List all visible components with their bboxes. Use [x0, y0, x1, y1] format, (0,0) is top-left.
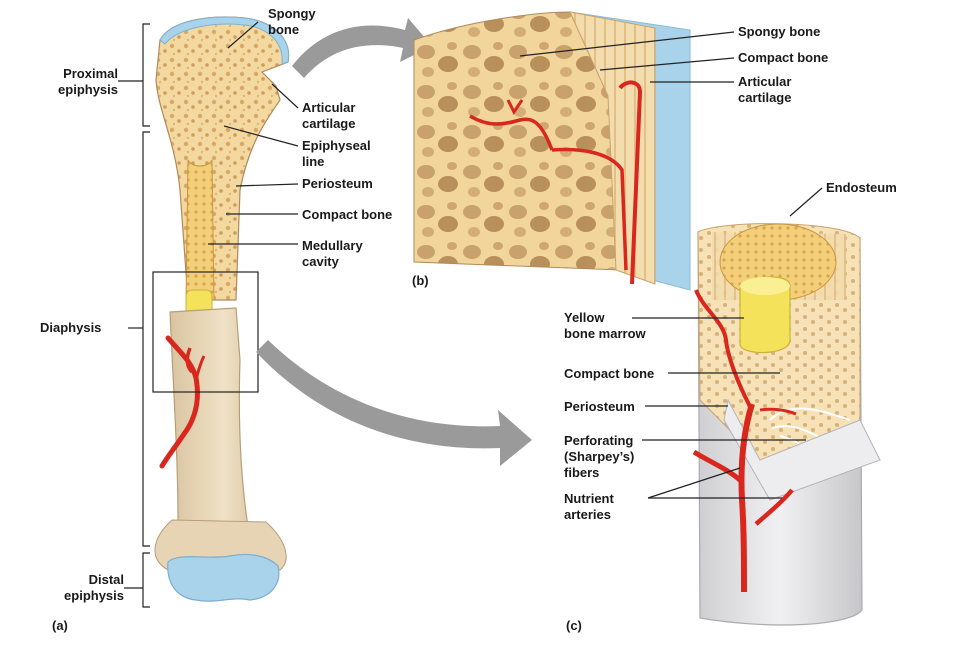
label-line: Articular [738, 74, 792, 89]
label-line: Nutrient [564, 491, 614, 506]
artery-b [618, 80, 643, 285]
label-yellow-bone-marrow: Yellow bone marrow [564, 310, 646, 342]
artery-c1 [694, 289, 754, 411]
leader-endosteum [789, 187, 823, 217]
artery-c4 [754, 488, 794, 526]
label-perforating-fibers: Perforating (Sharpey’s) fibers [564, 433, 634, 481]
leader-compact-b [599, 57, 735, 71]
arrow-to-c [256, 340, 532, 466]
leader-articular-a [271, 83, 299, 109]
panel-label-a: (a) [52, 618, 68, 633]
arrow-to-b [292, 18, 432, 78]
label-line: Perforating [564, 433, 634, 448]
label-line: arteries [564, 507, 611, 522]
label-line: Epiphyseal [302, 138, 371, 153]
label-periosteum-c: Periosteum [564, 399, 635, 414]
label-articular-cartilage-b: Articular cartilage [738, 74, 791, 106]
label-line: Medullary [302, 238, 363, 253]
artery-c2 [738, 403, 755, 593]
label-line: bone marrow [564, 326, 646, 341]
articular-cartilage-a [159, 16, 290, 65]
zoom-box [152, 271, 259, 393]
label-compact-bone-a: Compact bone [302, 207, 393, 222]
label-line: bone [268, 22, 300, 37]
label-spongy-bone-b: Spongy bone [738, 24, 821, 39]
label-compact-bone-b: Compact bone [738, 50, 829, 65]
artery-branch-a2 [194, 355, 206, 381]
artery-a [159, 335, 200, 469]
medullary-cavity [185, 159, 215, 301]
label-spongy-bone-a: Spongy bone [268, 6, 316, 38]
label-line: Yellow [564, 310, 605, 325]
label-proximal-epiphysis: Proximal epiphysis [42, 66, 118, 98]
yellow-marrow-top [740, 277, 790, 295]
label-line: epiphysis [64, 588, 124, 603]
label-diaphysis: Diaphysis [40, 320, 102, 335]
label-line: (Sharpey’s) [564, 449, 635, 464]
label-line: cartilage [738, 90, 792, 105]
label-line: Distal [88, 572, 124, 587]
leader-spongy-a [227, 21, 259, 49]
bracket-diaphysis [142, 131, 150, 547]
leader-periosteum-a [235, 183, 299, 187]
panel-label-c: (c) [566, 618, 582, 633]
distal-cartilage [167, 553, 280, 602]
panel-label-b: (b) [412, 273, 429, 288]
artery-b3 [469, 114, 554, 151]
bone-head-epiphysis [155, 16, 290, 301]
label-compact-bone-c: Compact bone [564, 366, 655, 381]
label-epiphyseal-line: Epiphyseal line [302, 138, 371, 170]
bracket-proximal [142, 23, 150, 127]
label-line: Articular [302, 100, 356, 115]
label-line: cartilage [302, 116, 356, 131]
label-line: fibers [564, 465, 600, 480]
leader-nutrient-1 [647, 467, 741, 499]
leader-epiphyseal [223, 125, 299, 147]
label-medullary-cavity: Medullary cavity [302, 238, 363, 270]
label-line: Proximal [63, 66, 118, 81]
label-line: line [302, 154, 325, 169]
artery-c5 [759, 407, 797, 416]
artery-branch-a [185, 347, 194, 374]
artery-b4 [506, 99, 524, 115]
label-nutrient-arteries: Nutrient arteries [564, 491, 614, 523]
bracket-distal [142, 552, 150, 608]
periosteum-flap [723, 398, 881, 501]
label-periosteum-a: Periosteum [302, 176, 373, 191]
artery-c3 [692, 449, 744, 484]
leader-spongy-b [519, 31, 735, 57]
label-line: cavity [302, 254, 339, 269]
label-line: epiphysis [58, 82, 118, 97]
label-articular-cartilage-a: Articular cartilage [302, 100, 355, 132]
artery-b2 [551, 147, 628, 271]
label-line: Spongy [268, 6, 316, 21]
label-distal-epiphysis: Distal epiphysis [52, 572, 124, 604]
label-endosteum: Endosteum [826, 180, 897, 195]
